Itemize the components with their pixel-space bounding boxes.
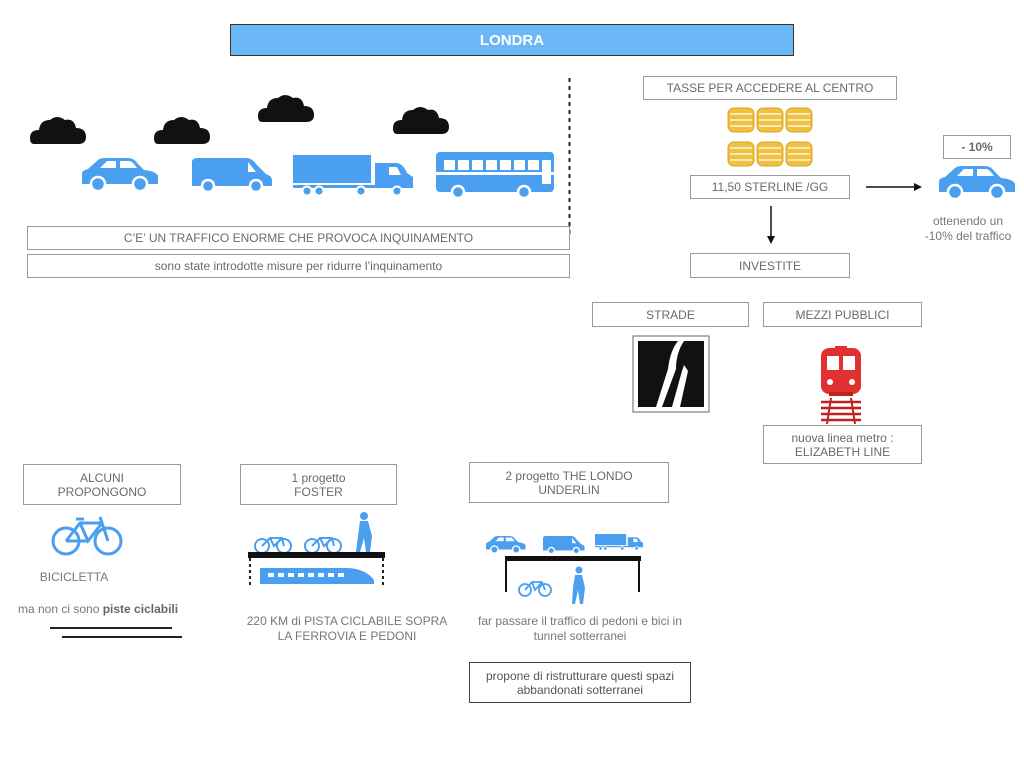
roads-box: STRADE [592, 302, 749, 327]
bicycle-icon [51, 516, 123, 556]
cloud-icon [154, 117, 210, 144]
reduction-badge: - 10% [943, 135, 1011, 159]
tax-header-box: TASSE PER ACCEDERE AL CENTRO [643, 76, 897, 100]
bicycle-note-bold: piste ciclabili [102, 602, 179, 616]
bicycle-label: BICICLETTA [39, 570, 109, 584]
underline-description: far passare il traffico di pedoni e bici… [478, 614, 682, 643]
bicycle-header-box: ALCUNI PROPONGONO [23, 464, 181, 505]
cloud-icon [393, 107, 449, 134]
arrow-down [767, 206, 775, 244]
dashed-divider [568, 78, 571, 236]
metro-box: nuova linea metro : ELIZABETH LINE [763, 425, 922, 464]
proposal-box: propone di ristrutturare questi spazi ab… [469, 662, 691, 703]
cloud-icon [258, 95, 314, 122]
invested-box: INVESTITE [690, 253, 850, 278]
highway-sign-icon [632, 335, 710, 413]
foster-header-box: 1 progetto FOSTER [240, 464, 397, 505]
train-icon [821, 346, 861, 425]
underline-diagram [485, 533, 644, 604]
cloud-icon [30, 117, 86, 144]
bicycle-note: ma non ci sono piste ciclabili [18, 602, 218, 617]
foster-description: 220 KM di PISTA CICLABILE SOPRA LA FERRO… [246, 614, 448, 643]
tax-amount-box: 11,50 STERLINE /GG [690, 175, 850, 199]
truck-icon [292, 154, 414, 197]
traffic-text-box: C’E’ UN TRAFFICO ENORME CHE PROVOCA INQU… [27, 226, 570, 250]
coins-icon [727, 107, 813, 167]
public-transport-box: MEZZI PUBBLICI [763, 302, 922, 327]
underline-header-box: 2 progetto THE LONDO UNDERLIN [469, 462, 669, 503]
measures-text-box: sono state introdotte misure per ridurre… [27, 254, 570, 278]
van-icon [190, 156, 274, 194]
traffic-result-text: ottenendo un -10% del traffico [924, 214, 1012, 243]
car-icon [80, 156, 160, 193]
bus-icon [436, 152, 554, 200]
foster-diagram [248, 512, 385, 588]
car-icon [937, 164, 1017, 201]
bicycle-note-prefix: ma non ci sono [18, 602, 103, 616]
page-title: LONDRA [230, 24, 794, 56]
arrow-right [866, 183, 922, 191]
underline-marks [50, 627, 182, 638]
